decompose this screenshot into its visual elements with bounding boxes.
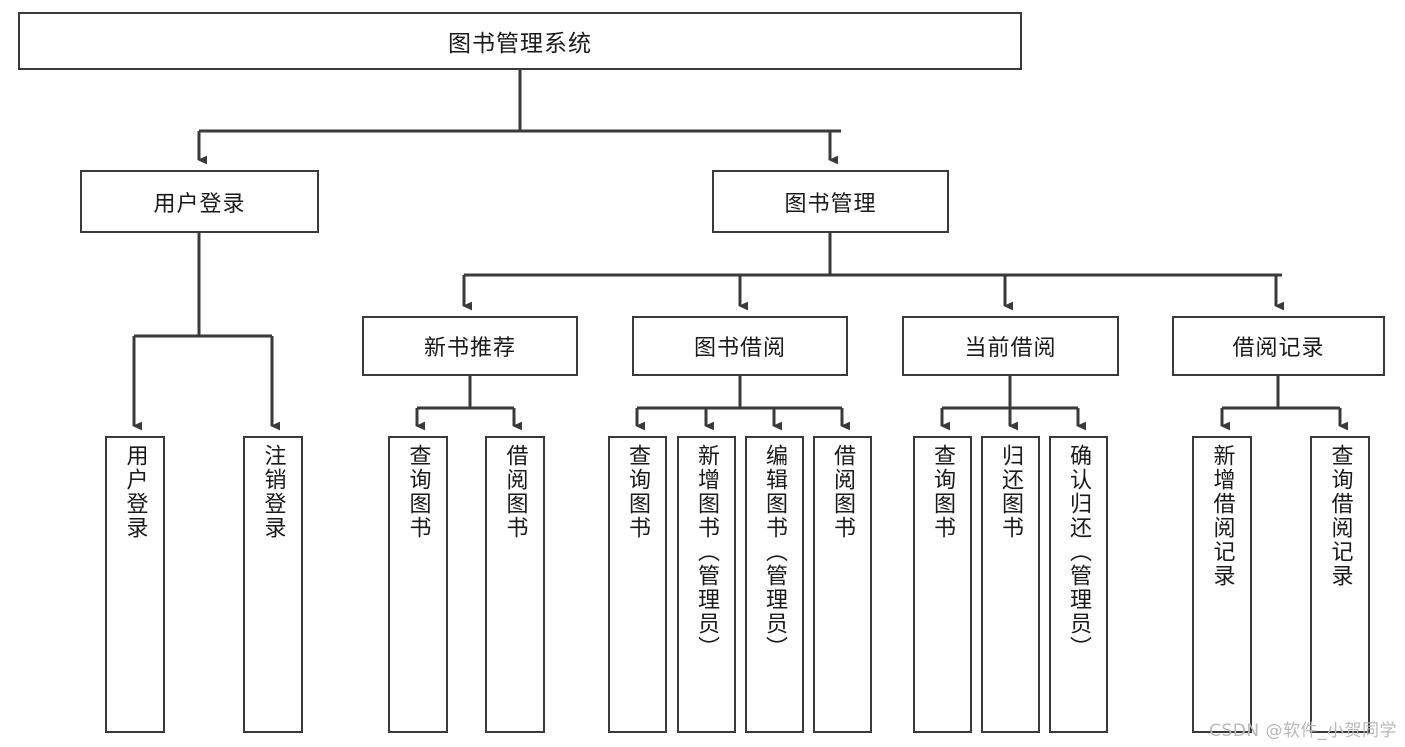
- node-leaf-user-login-label: 用户登录: [122, 444, 148, 540]
- node-book-manage-label: 图书管理: [784, 191, 877, 217]
- node-leaf-edit-book[interactable]: 编辑图书（管理员）: [745, 436, 804, 733]
- node-current-borrow[interactable]: 当前借阅: [902, 316, 1119, 376]
- node-leaf-borrow-book-2-label: 借阅图书: [830, 444, 856, 540]
- node-leaf-query-book-1-label: 查询图书: [405, 444, 431, 540]
- node-borrow-record[interactable]: 借阅记录: [1172, 316, 1385, 376]
- node-book-borrow[interactable]: 图书借阅: [632, 316, 848, 376]
- node-book-borrow-label: 图书借阅: [693, 336, 786, 361]
- node-book-manage[interactable]: 图书管理: [712, 170, 949, 233]
- csdn-watermark: CSDN @软件_小贺同学: [1209, 721, 1397, 741]
- node-leaf-borrow-book-1[interactable]: 借阅图书: [485, 436, 545, 733]
- node-leaf-query-book-3[interactable]: 查询图书: [913, 436, 972, 733]
- node-user-login[interactable]: 用户登录: [80, 170, 319, 233]
- node-leaf-confirm-return-label: 确认归还（管理员）: [1066, 444, 1092, 660]
- node-leaf-query-record-label: 查询借阅记录: [1327, 444, 1353, 588]
- node-new-book-rec-label: 新书推荐: [423, 336, 516, 361]
- node-borrow-record-label: 借阅记录: [1232, 336, 1325, 361]
- node-new-book-rec[interactable]: 新书推荐: [362, 316, 578, 376]
- node-leaf-return-book-label: 归还图书: [998, 444, 1024, 540]
- node-user-login-label: 用户登录: [153, 191, 246, 217]
- node-leaf-query-book-2-label: 查询图书: [625, 444, 651, 540]
- node-leaf-return-book[interactable]: 归还图书: [981, 436, 1040, 733]
- node-leaf-query-book-1[interactable]: 查询图书: [388, 436, 448, 733]
- node-leaf-query-record[interactable]: 查询借阅记录: [1310, 436, 1370, 733]
- node-leaf-query-book-2[interactable]: 查询图书: [608, 436, 667, 733]
- node-leaf-add-book-label: 新增图书（管理员）: [694, 444, 720, 660]
- node-leaf-add-record-label: 新增借阅记录: [1209, 444, 1235, 588]
- node-root-label: 图书管理系统: [448, 31, 592, 57]
- node-leaf-add-book[interactable]: 新增图书（管理员）: [677, 436, 736, 733]
- node-leaf-borrow-book-1-label: 借阅图书: [502, 444, 528, 540]
- node-current-borrow-label: 当前借阅: [964, 336, 1057, 361]
- node-leaf-user-login[interactable]: 用户登录: [105, 436, 165, 733]
- node-leaf-query-book-3-label: 查询图书: [930, 444, 956, 540]
- node-leaf-logout-login[interactable]: 注销登录: [243, 436, 303, 733]
- node-leaf-logout-login-label: 注销登录: [260, 444, 286, 540]
- node-leaf-borrow-book-2[interactable]: 借阅图书: [813, 436, 872, 733]
- node-leaf-edit-book-label: 编辑图书（管理员）: [762, 444, 788, 660]
- node-root[interactable]: 图书管理系统: [18, 12, 1022, 70]
- node-leaf-confirm-return[interactable]: 确认归还（管理员）: [1049, 436, 1108, 733]
- node-leaf-add-record[interactable]: 新增借阅记录: [1192, 436, 1252, 733]
